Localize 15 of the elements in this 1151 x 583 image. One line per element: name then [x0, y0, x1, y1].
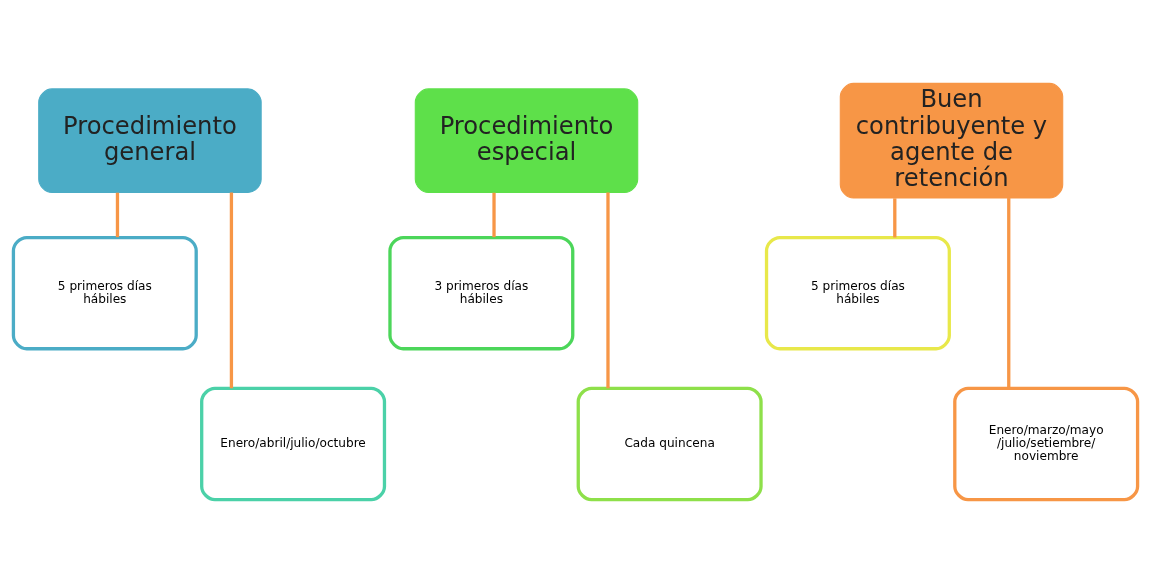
node-box: Procedimiento especial: [414, 88, 639, 193]
connector: [893, 198, 897, 238]
connector: [1007, 198, 1011, 389]
node-box: 5 primeros días hábiles: [11, 235, 198, 351]
connector: [115, 192, 120, 238]
node-box: 5 primeros días hábiles: [764, 235, 951, 351]
connector: [492, 192, 496, 238]
connector: [606, 192, 610, 389]
node-box: Buen contribuyente y agente de retención: [839, 82, 1064, 199]
node-box: Procedimiento general: [38, 88, 262, 193]
connector: [229, 192, 234, 389]
node-box: Enero/abril/julio/octubre: [200, 386, 387, 502]
node-box: Enero/marzo/mayo /julio/setiembre/ noviembre: [953, 386, 1140, 502]
node-box: Cada quincena: [576, 386, 763, 502]
node-box: 3 primeros días hábiles: [388, 235, 575, 351]
